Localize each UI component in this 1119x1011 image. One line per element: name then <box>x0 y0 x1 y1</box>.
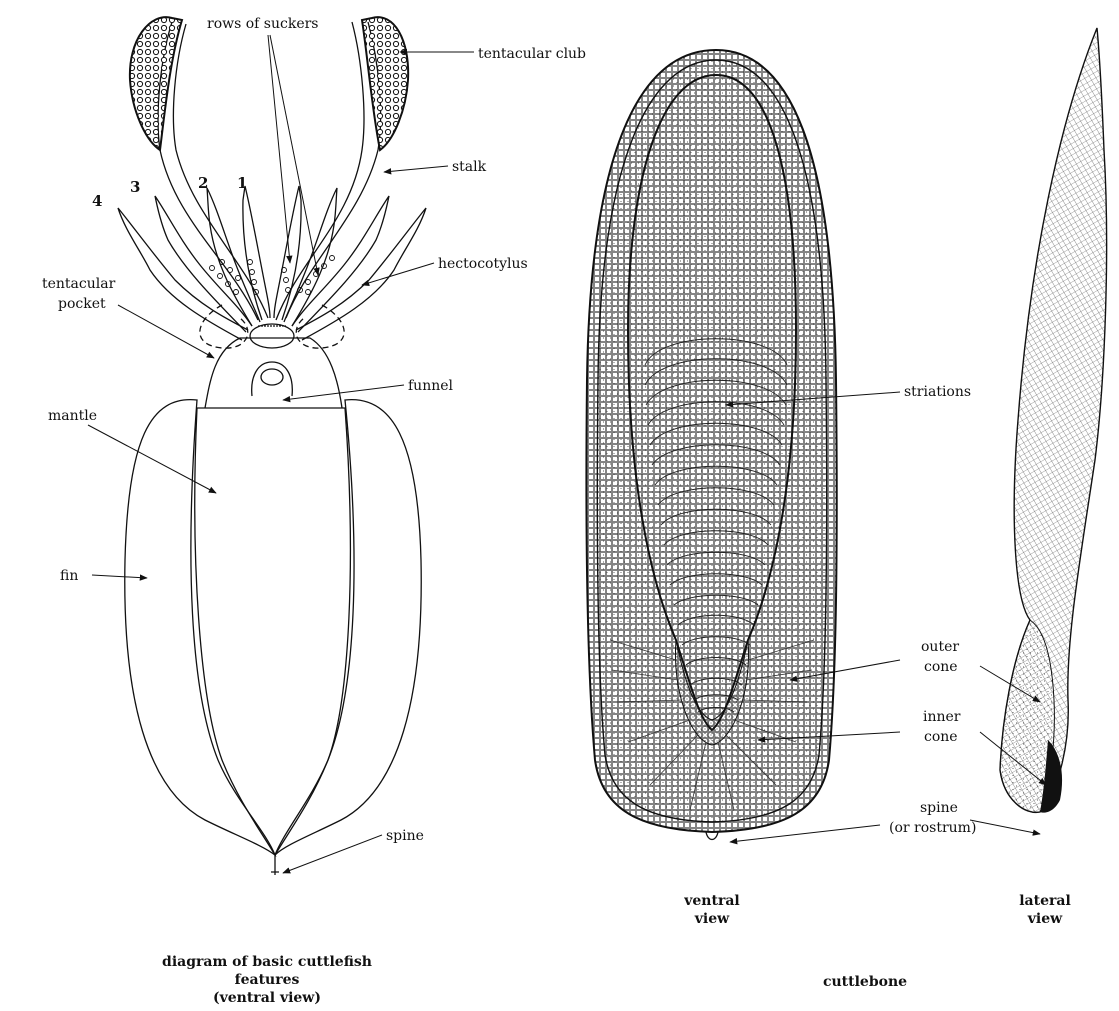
label-spine-left: spine <box>386 828 424 844</box>
label-tentacular-pocket-1: tentacular <box>42 276 116 292</box>
cuttlefish-figure <box>118 17 426 875</box>
label-inner-cone-1: inner <box>923 709 961 725</box>
caption-cuttlebone: cuttlebone <box>823 974 907 990</box>
label-tentacular-pocket-2: pocket <box>58 296 106 312</box>
arm-number-3: 3 <box>130 178 140 196</box>
label-tentacular-club: tentacular club <box>478 46 586 62</box>
caption-left-1: diagram of basic cuttlefish <box>162 954 372 970</box>
cuttlebone-ventral-figure <box>586 50 836 840</box>
caption-left-3: (ventral view) <box>213 990 321 1006</box>
label-spine-right-1: spine <box>920 800 958 816</box>
label-striations: striations <box>904 384 971 400</box>
caption-lateral-2: view <box>1027 911 1063 927</box>
caption-left-2: features <box>235 972 300 988</box>
label-inner-cone-2: cone <box>924 729 958 745</box>
caption-ventral-1: ventral <box>683 893 739 909</box>
labels: rows of suckers tentacular club stalk he… <box>42 16 1071 1006</box>
arm-number-4: 4 <box>92 192 102 210</box>
funnel-shape <box>252 362 293 396</box>
label-outer-cone-1: outer <box>921 639 959 655</box>
caption-lateral-1: lateral <box>1019 893 1071 909</box>
label-spine-right-2: (or rostrum) <box>889 820 976 836</box>
label-funnel: funnel <box>408 378 454 394</box>
arm-number-1: 1 <box>237 174 247 192</box>
cuttlebone-lateral-figure <box>1000 28 1107 813</box>
mantle-body <box>195 408 351 855</box>
arm-number-2: 2 <box>198 174 208 192</box>
label-fin: fin <box>60 568 78 584</box>
label-hectocotylus: hectocotylus <box>438 256 528 272</box>
label-stalk: stalk <box>452 159 487 175</box>
caption-ventral-2: view <box>694 911 730 927</box>
leader-lines <box>88 35 1046 873</box>
label-outer-cone-2: cone <box>924 659 958 675</box>
label-mantle: mantle <box>48 408 97 424</box>
label-rows-of-suckers: rows of suckers <box>207 16 319 32</box>
right-club <box>362 17 408 150</box>
